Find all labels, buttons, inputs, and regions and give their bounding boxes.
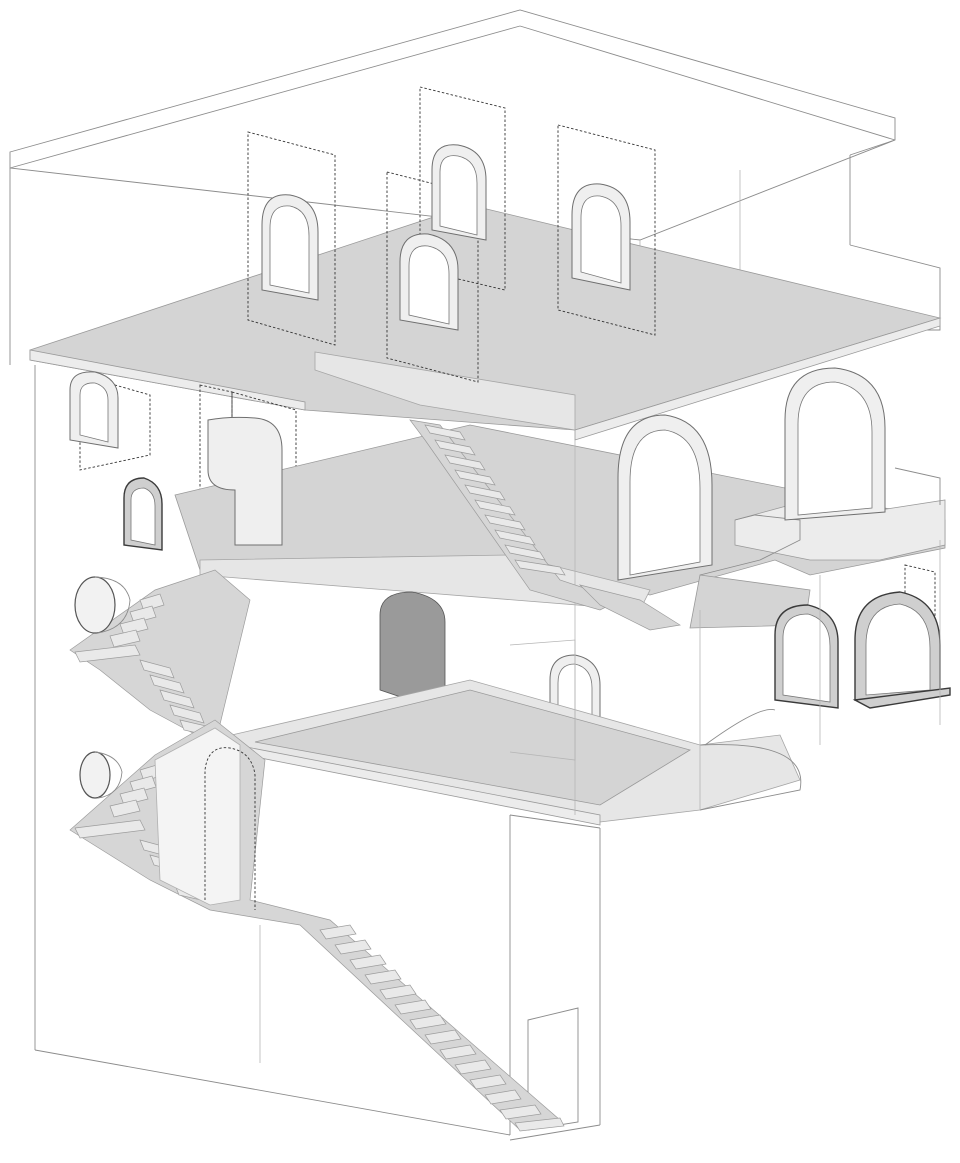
stair-treads: [424, 424, 566, 576]
main-staircase: [69, 719, 565, 1132]
roof-outline: [9, 9, 941, 365]
arched-windows: [69, 371, 163, 551]
arched-windows: [774, 591, 951, 709]
upper-staircase: [409, 419, 681, 631]
lower-floor-slab: [209, 679, 802, 826]
round-window: [74, 576, 131, 799]
arched-windows: [261, 144, 631, 331]
upper-floor-slab: [29, 204, 942, 441]
building-edges: [34, 365, 941, 1141]
